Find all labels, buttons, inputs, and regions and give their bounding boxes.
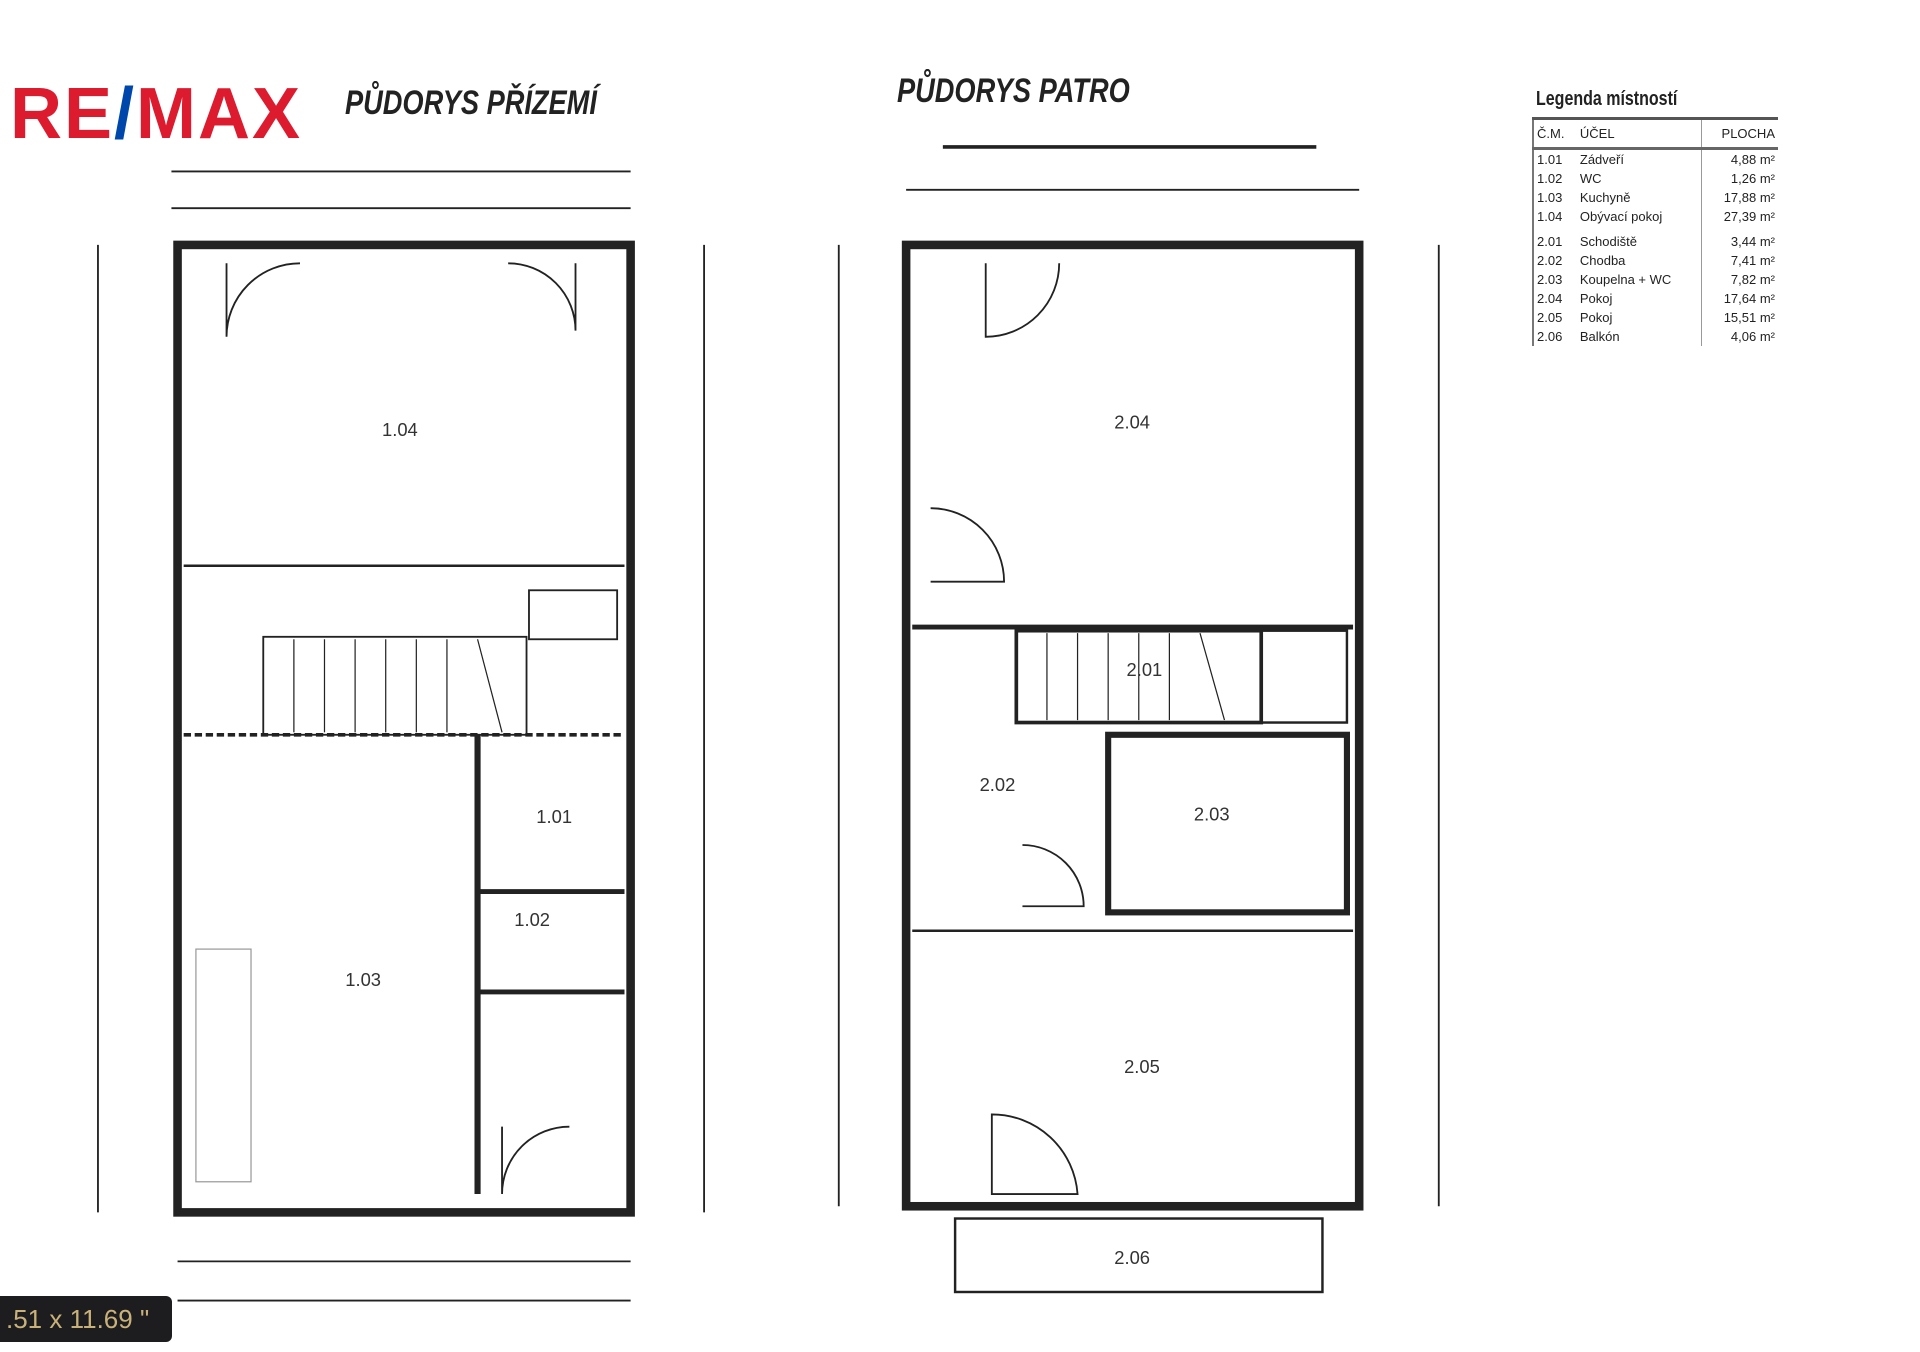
room-area: 7,82 m² [1701,270,1778,289]
legend-row: 2.03 Koupelna + WC 7,82 m² [1533,270,1778,289]
ground-floor-plan [97,170,705,1302]
room-number: 2.04 [1537,291,1563,306]
legend-header: Č.M. [1533,118,1577,150]
room-area: 17,64 m² [1701,289,1778,308]
room-number: 1.03 [1537,190,1563,205]
room-label: 2.02 [980,774,1016,795]
ground-floor-stairs [262,635,528,736]
room-number: 2.01 [1537,234,1563,249]
room-number: 2.03 [1537,272,1563,287]
room-purpose: WC [1579,171,1602,186]
room-area: 3,44 m² [1701,226,1778,251]
room-purpose: Zádveří [1579,152,1624,167]
ground-floor-outer-wall [173,240,635,1217]
legend-row: 1.03 Kuchyně 17,88 m² [1533,188,1778,207]
legend-title: Legenda místností [1536,88,1678,110]
legend-row: 2.01 Schodiště 3,44 m² [1533,226,1778,251]
room-number: 2.06 [1537,329,1563,344]
balcony-outline [953,1217,1324,1294]
legend-row: 2.04 Pokoj 17,64 m² [1533,289,1778,308]
legend-row: 2.06 Balkón 4,06 m² [1533,327,1778,346]
room-label: 2.01 [1127,659,1163,680]
legend-row: 1.01 Zádveří 4,88 m² [1533,148,1778,169]
room-label: 2.03 [1194,804,1230,825]
room-purpose: Balkón [1579,329,1620,344]
room-area: 4,06 m² [1701,327,1778,346]
ground-floor-title: PŮDORYS PŘÍZEMÍ [345,84,597,122]
legend-table: Č.M. ÚČEL PLOCHA 1.01 Zádveří 4,88 m² 1.02 W… [1532,117,1778,346]
room-purpose: Chodba [1579,253,1626,268]
room-number: 2.05 [1537,310,1563,325]
room-purpose: Schodiště [1579,234,1637,249]
room-area: 27,39 m² [1701,207,1778,226]
legend-row: 1.04 Obývací pokoj 27,39 m² [1533,207,1778,226]
legend-header: ÚČEL [1576,118,1702,150]
room-label: 2.06 [1114,1247,1150,1268]
room-purpose: Koupelna + WC [1579,272,1672,287]
upper-floor-plan [837,145,1440,1294]
room-label: 1.01 [536,806,572,827]
room-label: 2.04 [1114,412,1150,433]
room-label: 2.05 [1124,1056,1160,1077]
legend-row: 1.02 WC 1,26 m² [1533,169,1778,188]
room-label: 1.04 [382,419,418,440]
room-purpose: Pokoj [1579,310,1613,325]
remax-logo: RE/MAX [10,74,303,154]
room-number: 1.01 [1537,152,1563,167]
room-label: 1.03 [345,969,381,990]
legend-row: 2.05 Pokoj 15,51 m² [1533,308,1778,327]
legend-header: PLOCHA [1701,118,1778,150]
room-number: 1.04 [1537,209,1563,224]
room-purpose: Obývací pokoj [1579,209,1663,224]
room-legend: Legenda místností Č.M. ÚČEL PLOCHA 1.01 Z… [1532,88,1782,346]
upper-floor-outer-wall [901,240,1364,1211]
room-area: 7,41 m² [1701,251,1778,270]
room-area: 1,26 m² [1701,169,1778,188]
room-purpose: Pokoj [1579,291,1613,306]
room-purpose: Kuchyně [1579,190,1631,205]
legend-row: 2.02 Chodba 7,41 m² [1533,251,1778,270]
room-number: 1.02 [1537,171,1563,186]
room-number: 2.02 [1537,253,1563,268]
room-area: 15,51 m² [1701,308,1778,327]
room-area: 17,88 m² [1701,188,1778,207]
measurement-badge: .51 x 11.69 " [0,1296,172,1342]
room-area: 4,88 m² [1701,148,1778,169]
room-label: 1.02 [514,909,550,930]
upper-floor-title: PŮDORYS PATRO [897,72,1130,110]
